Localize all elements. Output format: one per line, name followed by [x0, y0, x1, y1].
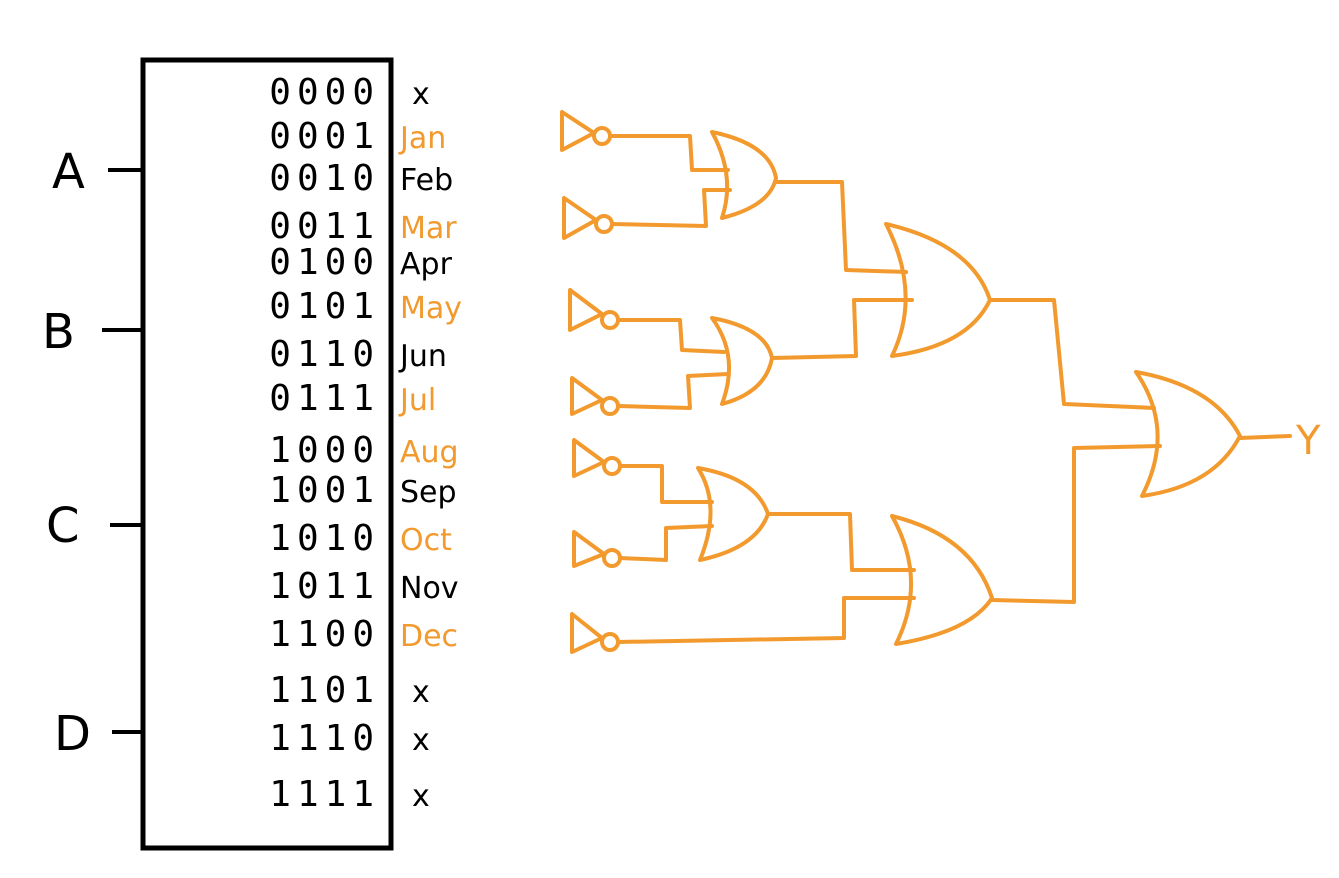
row-label: Jul	[398, 383, 436, 418]
not-gate-2	[562, 196, 614, 240]
row-code: 1011	[269, 566, 380, 607]
row-label: Feb	[400, 163, 453, 198]
row-label: x	[412, 779, 430, 814]
row-label: May	[400, 291, 462, 326]
input-pins	[102, 168, 143, 734]
wire	[774, 180, 908, 274]
row-code: 1100	[269, 614, 380, 655]
output-wire	[1238, 434, 1292, 440]
not-gate-7	[570, 612, 620, 654]
wire	[608, 134, 730, 172]
wire	[610, 188, 732, 228]
row-code: 1110	[269, 718, 380, 759]
or-gate-2	[710, 316, 774, 406]
row-code: 0100	[269, 242, 380, 283]
row-code: 1000	[269, 430, 380, 471]
logic-circuit	[560, 110, 1292, 654]
or-gate-5	[890, 514, 994, 646]
or-gate-4	[884, 222, 992, 358]
row-label: Jun	[398, 339, 447, 374]
row-code: 0111	[269, 378, 380, 419]
wire	[616, 596, 916, 644]
not-gate-6	[572, 530, 622, 568]
wire	[616, 318, 726, 354]
row-code: 1001	[269, 470, 380, 511]
output-label: Y	[1295, 418, 1321, 464]
row-label: Jan	[398, 121, 446, 156]
row-label: Nov	[400, 571, 459, 606]
row-label: x	[412, 723, 430, 758]
input-label-a: A	[52, 144, 85, 200]
row-code: 0110	[269, 334, 380, 375]
row-code: 0101	[269, 286, 380, 327]
not-gate-4	[570, 376, 620, 416]
input-label-b: B	[42, 304, 75, 360]
or-gate-3	[696, 466, 770, 562]
row-label: Apr	[400, 247, 453, 282]
input-label-d: D	[54, 706, 91, 762]
wire	[618, 524, 714, 562]
row-label: Oct	[400, 523, 452, 558]
not-gate-5	[572, 438, 622, 478]
row-code: 1111	[269, 774, 380, 815]
row-label: Mar	[400, 211, 457, 246]
wire	[988, 298, 1156, 410]
row-code: 0010	[269, 158, 380, 199]
decoder-output-rows: 0000 x 0001 Jan 0010 Feb 0011 Mar 0100 Apr 0101 May…	[269, 72, 462, 815]
row-label: Sep	[400, 475, 457, 510]
row-code: 0000	[269, 72, 380, 113]
wire	[770, 298, 914, 360]
row-code: 1101	[269, 670, 380, 711]
or-gate-output	[1134, 370, 1242, 498]
input-label-c: C	[46, 498, 80, 554]
or-gate-1	[710, 130, 778, 220]
wire	[990, 444, 1162, 604]
row-code: 0011	[269, 206, 380, 247]
not-gate-1	[560, 110, 612, 152]
row-label: x	[412, 77, 430, 112]
row-code: 0001	[269, 116, 380, 157]
wire	[616, 372, 730, 410]
row-label: x	[412, 675, 430, 710]
row-code: 1010	[269, 518, 380, 559]
row-label: Dec	[400, 619, 458, 654]
decoder-box	[140, 57, 394, 851]
wire	[618, 464, 714, 504]
not-gate-3	[568, 288, 620, 332]
wire	[766, 512, 916, 572]
row-label: Aug	[400, 435, 459, 470]
